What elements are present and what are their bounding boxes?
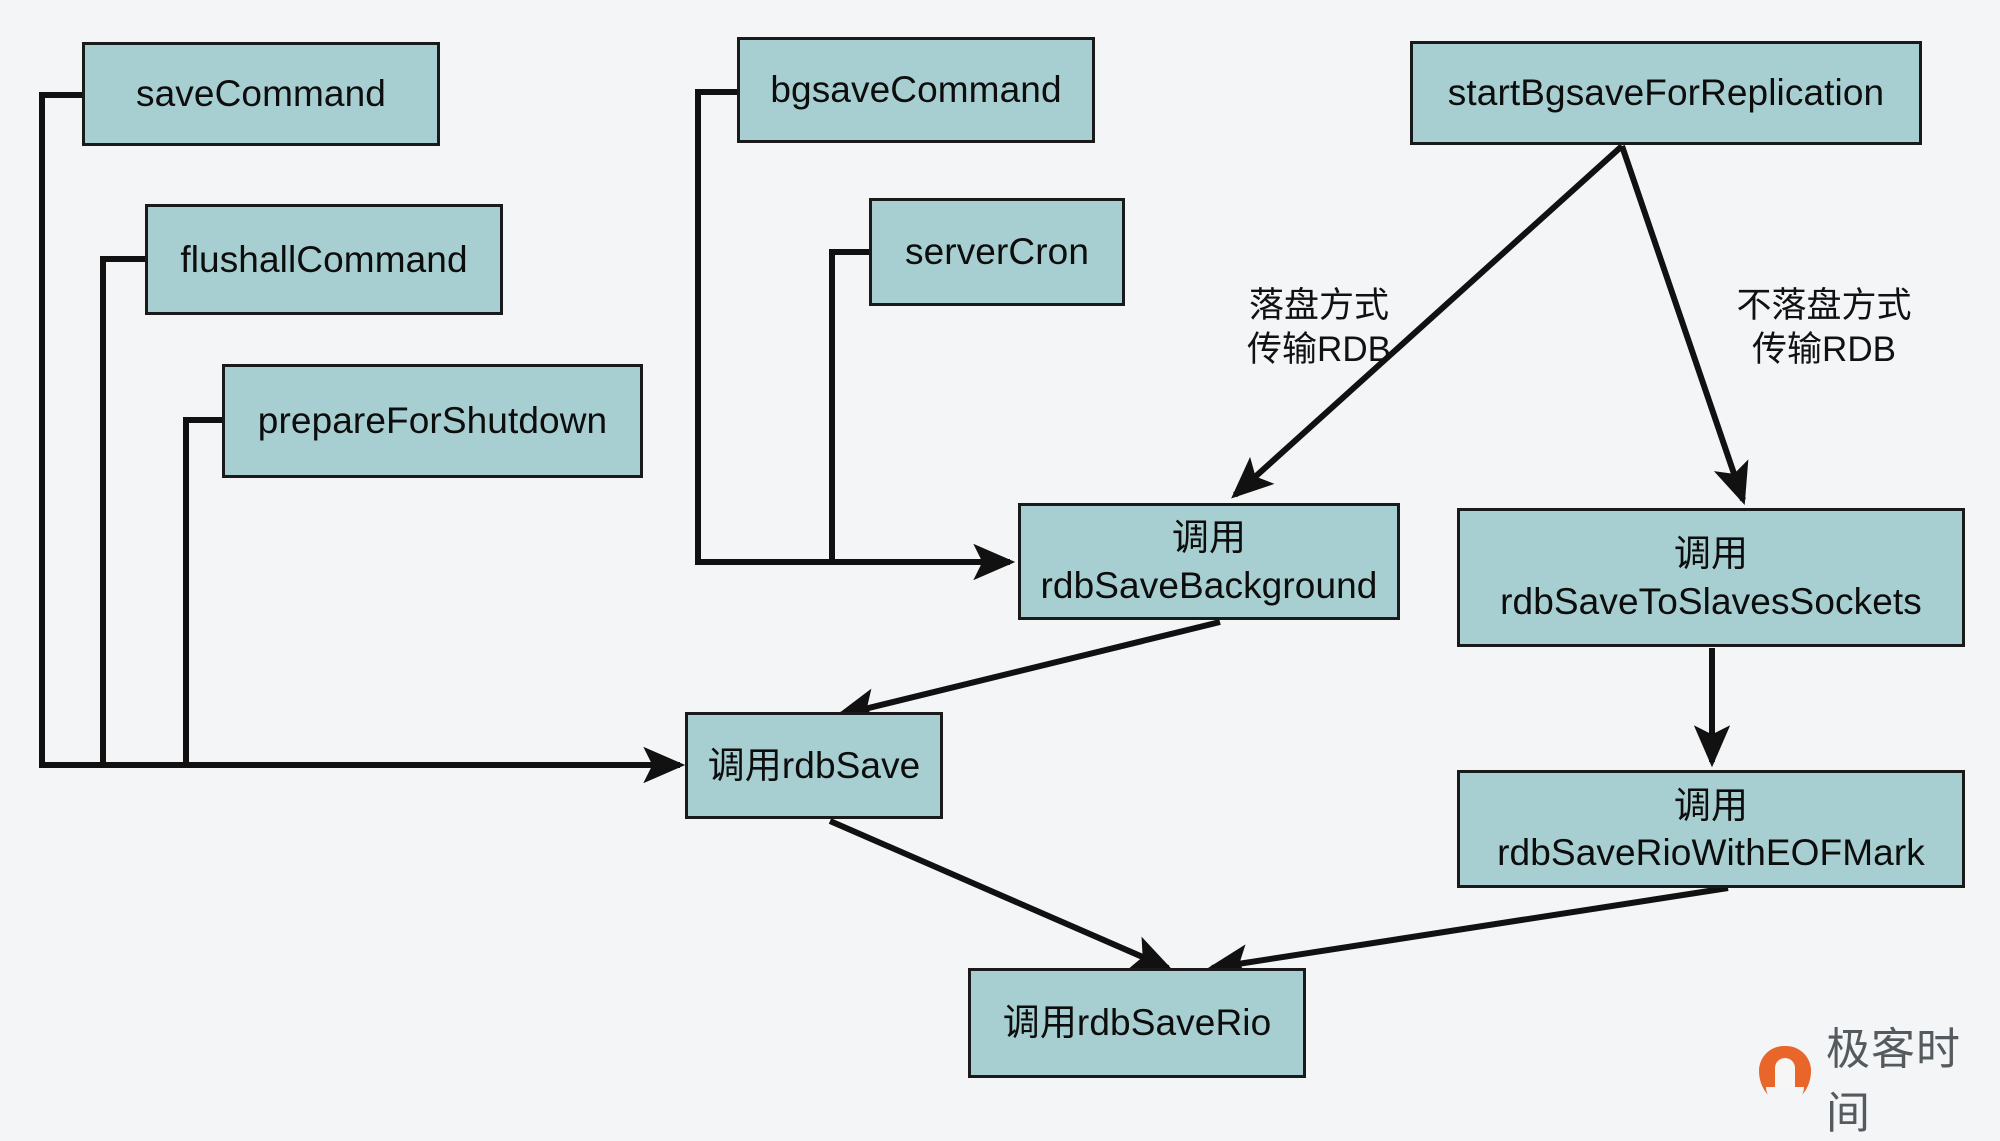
node-startBgsaveForReplication[interactable]: startBgsaveForReplication	[1410, 41, 1922, 145]
node-serverCron[interactable]: serverCron	[869, 198, 1125, 306]
node-rdbSaveRio[interactable]: 调用rdbSaveRio	[968, 968, 1306, 1078]
edge-flushallCommand-rdbSave	[100, 256, 145, 765]
geekbang-logo-icon	[1756, 1046, 1814, 1108]
node-saveCommand[interactable]: saveCommand	[82, 42, 440, 146]
node-rdbSaveBackground[interactable]: 调用 rdbSaveBackground	[1018, 503, 1400, 620]
node-bgsaveCommand[interactable]: bgsaveCommand	[737, 37, 1095, 143]
edge-rdbSave-rdbSaveRio	[828, 818, 1173, 971]
edge-saveCommand-rdbSave	[39, 92, 686, 784]
edge-label-no-disk-mode: 不落盘方式 传输RDB	[1736, 286, 1912, 369]
edge-serverCron-rdbSaveBackground	[829, 249, 869, 562]
node-rdbSave[interactable]: 调用rdbSave	[685, 712, 943, 819]
node-flushallCommand[interactable]: flushallCommand	[145, 204, 503, 315]
node-prepareForShutdown[interactable]: prepareForShutdown	[222, 364, 643, 478]
node-rdbSaveRioWithEOFMark[interactable]: 调用 rdbSaveRioWithEOFMark	[1457, 770, 1965, 888]
edge-startBgsave-rdbSaveToSlavesSockets	[1619, 145, 1749, 505]
edge-prepareForShutdown-rdbSave	[183, 417, 222, 765]
brand-name: 极客时间	[1826, 1024, 1961, 1139]
edge-bgsaveCommand-rdbSaveBackground	[695, 89, 1016, 581]
edge-startBgsave-rdbSaveBackground	[1231, 143, 1625, 499]
edge-label-disk-mode: 落盘方式 传输RDB	[1247, 286, 1391, 369]
node-rdbSaveToSlavesSockets[interactable]: 调用 rdbSaveToSlavesSockets	[1457, 508, 1965, 647]
edge-rdbSaveRioWithEOFMark-rdbSaveRio	[1206, 885, 1729, 981]
edge-rdbSaveBackground-rdbSave	[834, 619, 1221, 724]
brand-watermark: 极客时间	[1756, 1024, 1986, 1139]
